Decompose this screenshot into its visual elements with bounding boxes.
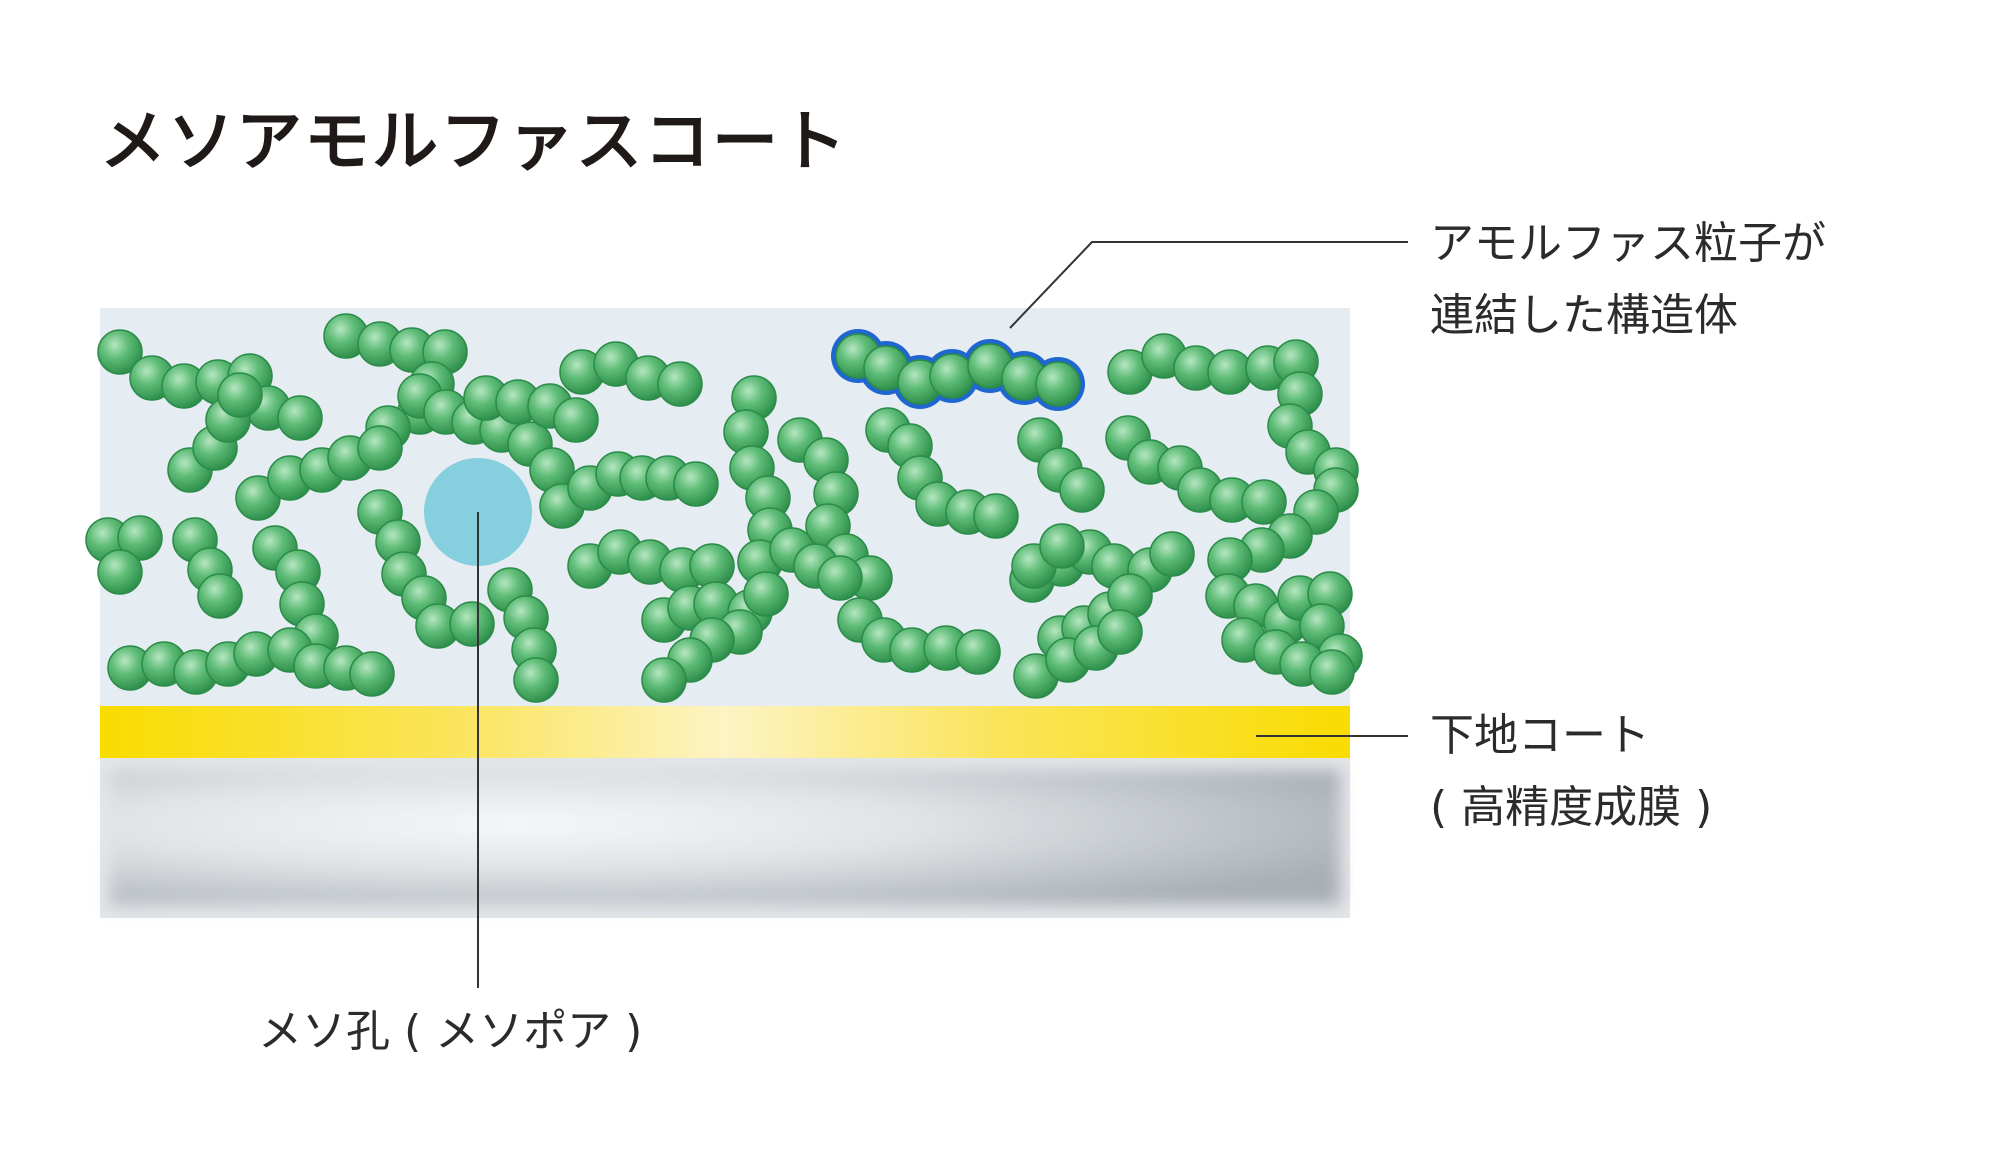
amorphous-particle (641, 657, 687, 703)
label-pore: メソ孔 ( メソポア ) (258, 1006, 643, 1057)
amorphous-particle (349, 651, 395, 697)
label-particles: アモルファス粒子が 連結した構造体 (1430, 208, 1826, 352)
amorphous-particle (1241, 479, 1287, 525)
label-particles-line1: アモルファス粒子が (1430, 218, 1826, 269)
amorphous-particle (1149, 531, 1195, 577)
highlighted-chain-particle (929, 353, 975, 399)
amorphous-particle (1059, 467, 1105, 513)
amorphous-particle (197, 573, 243, 619)
amorphous-particle (97, 329, 143, 375)
substrate-shading (110, 770, 1340, 905)
amorphous-particle (97, 549, 143, 595)
leader-line-particles (1009, 241, 1408, 329)
amorphous-particle (743, 571, 789, 617)
amorphous-particle (1039, 523, 1085, 569)
amorphous-particle (1097, 609, 1143, 655)
amorphous-particle (357, 425, 403, 471)
amorphous-particle (689, 543, 735, 589)
highlighted-chain-particle (1035, 361, 1081, 407)
label-undercoat: 下地コート ( 高精度成膜 ) (1430, 700, 1712, 844)
amorphous-particle (1207, 349, 1253, 395)
amorphous-particle (449, 601, 495, 647)
amorphous-particle (217, 372, 263, 418)
undercoat-layer (100, 706, 1350, 758)
amorphous-particle (1309, 649, 1355, 695)
amorphous-particle (673, 461, 719, 507)
amorphous-particle (513, 657, 559, 703)
label-particles-line2: 連結した構造体 (1430, 290, 1738, 341)
particle-network (85, 313, 1363, 703)
label-undercoat-line2: ( 高精度成膜 ) (1430, 782, 1713, 833)
amorphous-particle (955, 629, 1001, 675)
amorphous-particle (553, 397, 599, 443)
amorphous-particle (817, 555, 863, 601)
amorphous-particle (657, 361, 703, 407)
diagram-title: メソアモルファスコート (100, 103, 848, 180)
amorphous-particle (117, 515, 163, 561)
amorphous-particle (277, 395, 323, 441)
label-undercoat-line1: 下地コート (1430, 710, 1650, 761)
amorphous-particle (973, 493, 1019, 539)
